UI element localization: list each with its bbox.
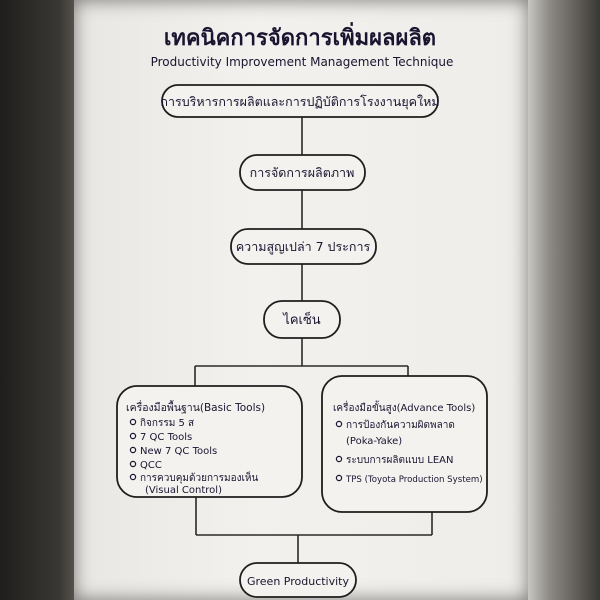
book-right-edge — [528, 0, 600, 600]
final-box: Green Productivity — [239, 562, 357, 598]
advance-tool-item: ระบบการผลิตแบบ LEAN — [346, 455, 454, 466]
basic-tool-item: 7 QC Tools — [140, 432, 192, 443]
advance-tool-item: TPS (Toyota Production System) — [345, 475, 483, 485]
step-3-label: ความสูญเปล่า 7 ประการ — [236, 239, 371, 255]
advance-tools-heading: เครื่องมือขั้นสูง(Advance Tools) — [333, 400, 475, 414]
bullet-icon — [335, 420, 343, 428]
bullet-icons — [335, 420, 343, 482]
title-thai: เทคนิคการจัดการเพิ่มผลผลิต — [164, 21, 436, 51]
step-4-label: ไคเซ็น — [282, 310, 321, 328]
basic-tool-item: New 7 QC Tools — [140, 446, 217, 457]
bullet-icon — [335, 474, 343, 482]
basic-tool-item: การควบคุมด้วยการมองเห็น — [140, 470, 258, 484]
final-label: Green Productivity — [247, 575, 350, 588]
step-box-2: การจัดการผลิตภาพ — [239, 154, 366, 191]
step-2-label: การจัดการผลิตภาพ — [250, 165, 355, 180]
basic-tools-box: เครื่องมือพื้นฐาน(Basic Tools) กิจกรรม 5… — [116, 385, 303, 498]
bullet-icons — [129, 418, 137, 481]
book-left-edge — [0, 0, 74, 600]
bullet-icon — [129, 432, 137, 440]
bullet-icon — [335, 455, 343, 463]
basic-tool-item: QCC — [140, 460, 162, 471]
step-1-label: การบริหารการผลิตและการปฏิบัติการโรงงานยุ… — [160, 94, 439, 110]
connectors — [194, 117, 433, 563]
advance-tools-box: เครื่องมือขั้นสูง(Advance Tools) การป้อง… — [321, 375, 488, 513]
basic-tool-item: กิจกรรม 5 ส — [140, 418, 194, 429]
step-box-4: ไคเซ็น — [263, 300, 341, 339]
advance-tool-item: การป้องกันความผิดพลาด — [346, 419, 455, 431]
basic-tool-item-continued: (Visual Control) — [145, 485, 222, 496]
step-box-1: การบริหารการผลิตและการปฏิบัติการโรงงานยุ… — [160, 84, 440, 118]
bullet-icon — [129, 418, 137, 426]
bullet-icon — [129, 446, 137, 454]
title-english: Productivity Improvement Management Tech… — [151, 55, 454, 69]
advance-tool-item-continued: (Poka-Yake) — [346, 436, 402, 447]
step-box-3: ความสูญเปล่า 7 ประการ — [230, 228, 377, 265]
bullet-icon — [129, 473, 137, 481]
basic-tools-heading: เครื่องมือพื้นฐาน(Basic Tools) — [126, 400, 265, 414]
bullet-icon — [129, 460, 137, 468]
